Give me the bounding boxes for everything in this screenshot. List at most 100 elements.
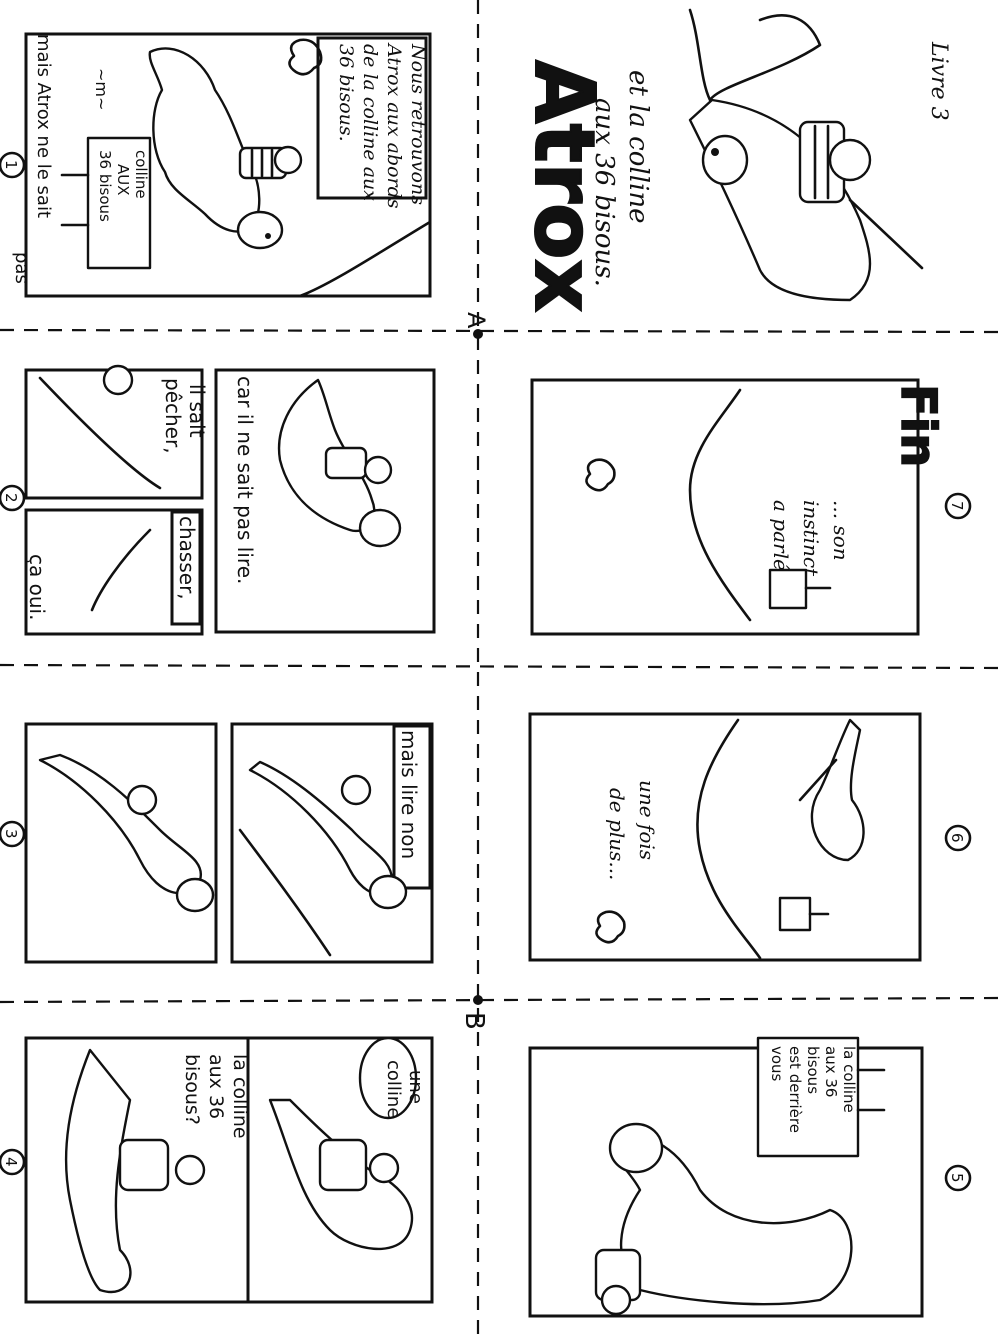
cover: Atrox et la colline aux 36 bisous. Livre… bbox=[515, 8, 951, 313]
dinosaur-head bbox=[608, 1122, 664, 1174]
page-number-circle bbox=[944, 824, 972, 852]
panel-right bbox=[230, 722, 434, 964]
cut-line-2 bbox=[0, 663, 1000, 670]
signpost bbox=[768, 568, 832, 610]
sign-colline: colline AUX 36 bisous bbox=[60, 136, 152, 270]
cover-caveman bbox=[798, 120, 924, 270]
cover-subtitle: et la colline aux 36 bisous. bbox=[589, 70, 653, 287]
svg-text:36 bisous: 36 bisous bbox=[96, 150, 114, 222]
panel-frame bbox=[530, 378, 920, 636]
svg-text:36 bisous.: 36 bisous. bbox=[335, 44, 357, 142]
svg-text:bisous: bisous bbox=[804, 1046, 822, 1094]
svg-text:a parlé.: a parlé. bbox=[769, 500, 793, 577]
speech-bubble bbox=[358, 1036, 418, 1120]
page-3: mais lire non 3 bbox=[0, 722, 434, 964]
fold-mark-b-dot bbox=[473, 995, 483, 1005]
caveman bbox=[118, 1138, 170, 1192]
svg-text:est derrière: est derrière bbox=[786, 1046, 804, 1133]
page-number-circle bbox=[944, 492, 972, 520]
dinosaur bbox=[64, 1048, 132, 1294]
page-4: la colline aux 36 bisous? une colline 4 bbox=[0, 1036, 434, 1304]
page-number-circle bbox=[0, 151, 26, 179]
svg-text:vous: vous bbox=[768, 1046, 786, 1082]
page-number-circle bbox=[944, 1164, 972, 1192]
dinosaur bbox=[810, 718, 865, 862]
page-number: 3 bbox=[2, 829, 20, 839]
svg-text:la colline: la colline bbox=[840, 1046, 858, 1113]
dinosaur-eye bbox=[265, 233, 271, 239]
svg-text:la colline: la colline bbox=[229, 1054, 251, 1139]
panel-frame bbox=[528, 712, 922, 962]
dinosaur bbox=[616, 1136, 853, 1306]
svg-text:AUX: AUX bbox=[114, 164, 132, 196]
fold-mark-b: B bbox=[459, 1012, 489, 1030]
caption-ok: ça oui. bbox=[25, 554, 49, 620]
page-7: ... son instinct a parlé. Fin 7 bbox=[530, 378, 972, 636]
panel-left bbox=[24, 722, 218, 964]
cut-line-1 bbox=[0, 328, 1000, 334]
hill-line bbox=[238, 828, 332, 957]
cover-volume: Livre 3 bbox=[926, 41, 951, 121]
bow bbox=[90, 528, 152, 612]
panel-frame bbox=[24, 32, 432, 298]
page-number-circle bbox=[0, 1148, 26, 1176]
sign-board bbox=[86, 136, 152, 270]
fishing-rod bbox=[38, 376, 162, 490]
sfx: ~m~ bbox=[92, 68, 111, 110]
bottom-caption: mais Atrox ne le sait pas bbox=[11, 34, 54, 284]
svg-text:une fois: une fois bbox=[635, 780, 659, 860]
panel-hunt bbox=[24, 508, 204, 636]
end-title: Fin bbox=[890, 384, 946, 467]
dinosaur-head bbox=[236, 210, 284, 250]
svg-text:aux 36: aux 36 bbox=[822, 1046, 840, 1097]
panel-right bbox=[246, 1036, 434, 1304]
caption: une fois de plus... bbox=[605, 780, 659, 880]
panel-top bbox=[214, 368, 436, 634]
caveman bbox=[238, 145, 303, 180]
page-1: Nous retrouvons Atrox aux abords de la c… bbox=[0, 32, 432, 298]
caveman-head bbox=[126, 784, 158, 816]
page-5: la colline aux 36 bisous est derrière vo… bbox=[528, 1036, 972, 1318]
svg-text:aux 36: aux 36 bbox=[205, 1054, 227, 1119]
caveman-head bbox=[273, 145, 303, 175]
spear bbox=[798, 758, 838, 802]
page-number: 7 bbox=[948, 501, 966, 511]
cloud-icon bbox=[595, 910, 626, 944]
fold-mark-a: A bbox=[462, 312, 490, 329]
signpost bbox=[778, 896, 830, 932]
page-number-circle bbox=[0, 820, 26, 848]
svg-text:colline: colline bbox=[383, 1060, 404, 1118]
svg-text:instinct: instinct bbox=[799, 500, 823, 577]
page-number-circle bbox=[0, 484, 26, 512]
svg-text:colline: colline bbox=[132, 150, 150, 199]
caption: mais lire non bbox=[397, 730, 421, 859]
hill-line bbox=[688, 388, 752, 622]
caveman bbox=[324, 446, 368, 480]
svg-text:pas: pas bbox=[11, 252, 32, 284]
cut-line-3 bbox=[0, 996, 1000, 1004]
cover-title: Atrox bbox=[516, 60, 611, 312]
svg-text:Nous retrouvons: Nous retrouvons bbox=[407, 43, 429, 205]
caption: ... son instinct a parlé. bbox=[769, 500, 853, 577]
caption-top: car il ne sait pas lire. bbox=[233, 376, 257, 584]
caption: Nous retrouvons Atrox aux abords de la c… bbox=[335, 42, 429, 209]
page-number: 5 bbox=[948, 1173, 966, 1183]
speech-1: une colline bbox=[383, 1060, 426, 1118]
svg-text:... son: ... son bbox=[829, 500, 853, 561]
sign-board bbox=[756, 1036, 860, 1158]
cover-dinosaur-head bbox=[701, 134, 749, 186]
svg-text:et la colline: et la colline bbox=[623, 70, 653, 223]
hill-line bbox=[298, 220, 432, 298]
hill-line bbox=[696, 718, 762, 960]
svg-text:mais Atrox ne le sait: mais Atrox ne le sait bbox=[33, 34, 54, 218]
svg-text:une: une bbox=[405, 1070, 426, 1104]
page-2: car il ne sait pas lire. il sait pêcher,… bbox=[0, 364, 436, 636]
dinosaur bbox=[148, 47, 284, 250]
caption-box bbox=[316, 36, 428, 200]
svg-text:de la colline aux: de la colline aux bbox=[359, 44, 381, 201]
page-number: 1 bbox=[2, 160, 20, 170]
fold-mark-a-dot bbox=[473, 329, 483, 339]
panel-frame bbox=[528, 1046, 924, 1318]
sign-behind: la colline aux 36 bisous est derrière vo… bbox=[756, 1036, 886, 1158]
